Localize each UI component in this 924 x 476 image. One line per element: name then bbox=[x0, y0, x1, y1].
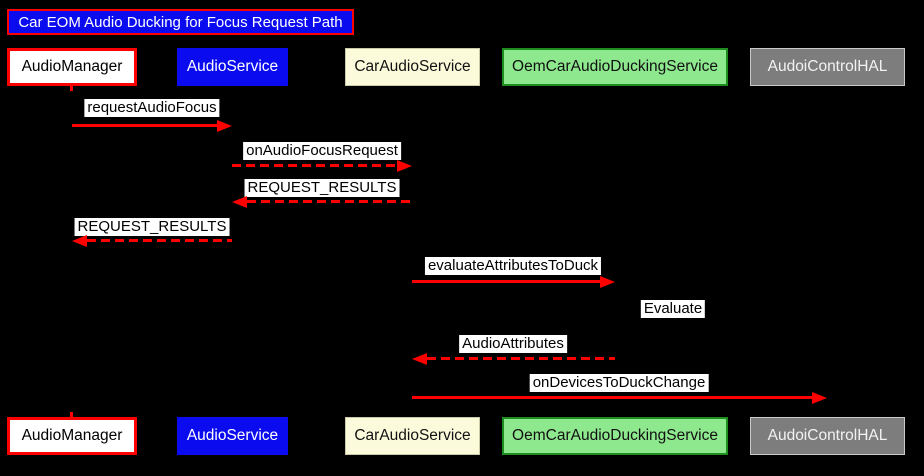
participant-audioservice-bottom: AudioService bbox=[177, 417, 288, 455]
participant-audioservice-top: AudioService bbox=[177, 48, 288, 86]
lifeline-stub-bottom bbox=[70, 412, 73, 417]
message-label-audioattributes: AudioAttributes bbox=[459, 335, 567, 353]
participant-caraudioservice-top: CarAudioService bbox=[345, 48, 480, 86]
participant-oemcaraudioduckingservice-bottom: OemCarAudioDuckingService bbox=[502, 417, 728, 455]
participant-caraudioservice-bottom: CarAudioService bbox=[345, 417, 480, 455]
arrowhead-right-icon bbox=[600, 276, 615, 288]
message-label-evaluateattributestoduck: evaluateAttributesToDuck bbox=[424, 257, 602, 275]
arrow-line-request-results-2 bbox=[87, 239, 232, 242]
arrow-line-onaudiofocusrequest bbox=[232, 164, 398, 167]
message-label-evaluate: Evaluate bbox=[640, 300, 706, 318]
arrowhead-left-icon bbox=[72, 235, 87, 247]
arrow-line-audioattributes bbox=[427, 357, 615, 360]
arrow-line-requestaudiofocus bbox=[72, 124, 218, 127]
arrowhead-left-icon bbox=[232, 196, 247, 208]
message-label-request-results-1: REQUEST_RESULTS bbox=[244, 179, 400, 197]
message-label-ondevicestoduckchange: onDevicesToDuckChange bbox=[529, 374, 709, 392]
diagram-title: Car EOM Audio Ducking for Focus Request … bbox=[7, 9, 354, 35]
arrow-line-ondevicestoduckchange bbox=[412, 396, 812, 399]
lifeline-stub-top bbox=[70, 86, 73, 91]
arrow-line-evaluateattributestoduck bbox=[412, 280, 600, 283]
arrow-line-request-results-1 bbox=[247, 200, 412, 203]
message-label-onaudiofocusrequest: onAudioFocusRequest bbox=[243, 142, 401, 160]
participant-audoicontrolhal-bottom: AudoiControlHAL bbox=[750, 417, 905, 455]
participant-oemcaraudioduckingservice-top: OemCarAudioDuckingService bbox=[502, 48, 728, 86]
message-label-requestaudiofocus: requestAudioFocus bbox=[84, 99, 220, 117]
message-label-request-results-2: REQUEST_RESULTS bbox=[74, 218, 230, 236]
arrowhead-right-icon bbox=[397, 160, 412, 172]
participant-audoicontrolhal-top: AudoiControlHAL bbox=[750, 48, 905, 86]
arrowhead-right-icon bbox=[812, 392, 827, 404]
arrowhead-left-icon bbox=[412, 353, 427, 365]
arrowhead-right-icon bbox=[217, 120, 232, 132]
participant-audiomanager-bottom: AudioManager bbox=[7, 417, 137, 455]
participant-audiomanager-top: AudioManager bbox=[7, 48, 137, 86]
